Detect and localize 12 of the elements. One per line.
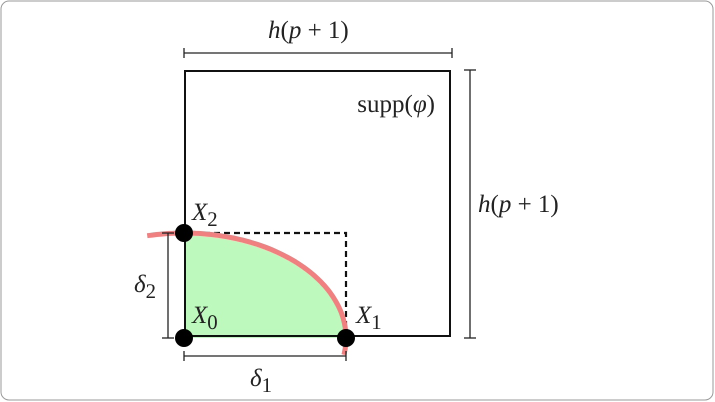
- dimension-label: δ$_{1}$: [250, 366, 272, 396]
- point-label: X$_{0}$: [192, 303, 218, 333]
- dimension-label: h(p + 1): [478, 192, 559, 217]
- point-marker: [175, 224, 193, 242]
- support-square: [184, 70, 451, 337]
- region-label: supp(φ): [357, 92, 435, 117]
- point-marker: [337, 329, 355, 347]
- point-label: X$_{1}$: [356, 303, 382, 333]
- point-marker: [175, 329, 193, 347]
- dimension-label: h(p + 1): [268, 18, 349, 43]
- dimension-label: δ$_{2}$: [134, 272, 156, 302]
- point-label: X$_{2}$: [192, 200, 218, 230]
